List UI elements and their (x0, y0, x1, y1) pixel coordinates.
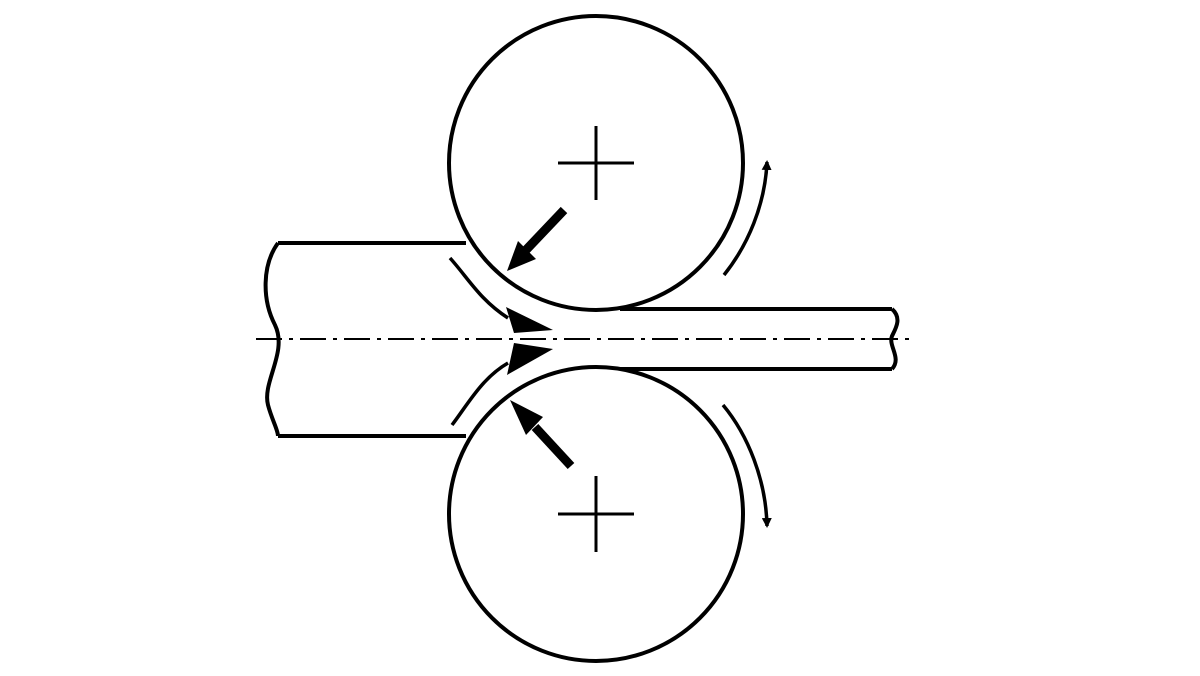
roll-rotation-arrow-upper (722, 160, 772, 277)
radial-pressure-arrow-lower (510, 400, 575, 470)
lower-roll-center-mark (558, 476, 634, 552)
radial-pressure-arrow-upper (507, 206, 568, 271)
material-flow-arrow-lower (450, 343, 553, 427)
material-flow-arrow-upper (448, 256, 553, 333)
workpiece-thin-section (620, 307, 900, 371)
roll-rotation-arrow-lower (721, 403, 772, 528)
upper-roll-center-mark (558, 126, 634, 200)
workpiece-thick-section (263, 241, 466, 438)
